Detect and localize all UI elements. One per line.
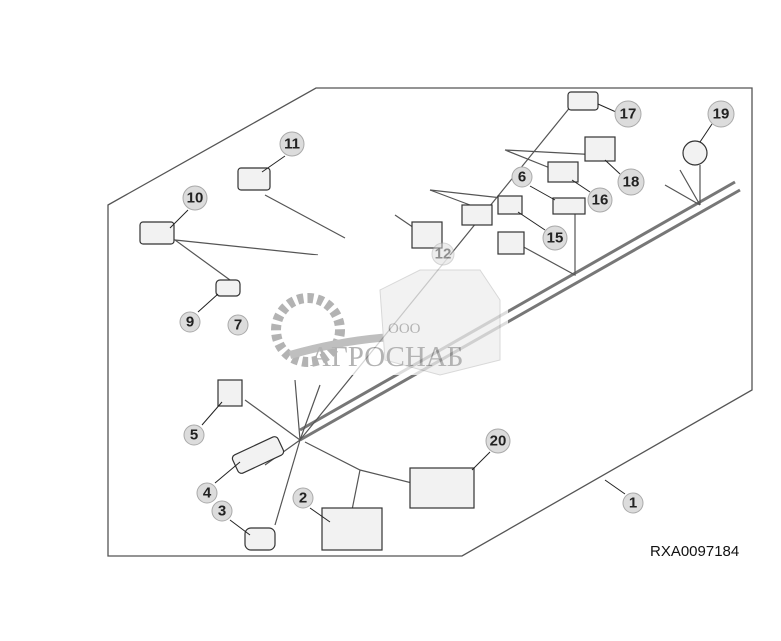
callout-19: 19 [707, 100, 735, 128]
callout-18: 18 [617, 168, 645, 196]
callout-3: 3 [211, 500, 233, 522]
callout-4: 4 [196, 482, 218, 504]
svg-text:11: 11 [284, 136, 300, 153]
watermark-prefix: ООО [388, 321, 421, 337]
svg-text:16: 16 [592, 192, 609, 209]
callout-7: 7 [227, 314, 249, 336]
connector-16 [547, 161, 579, 183]
svg-text:15: 15 [547, 230, 564, 247]
connectors [139, 91, 708, 551]
callout-10: 10 [182, 185, 208, 211]
svg-text:1: 1 [629, 495, 637, 512]
callout-20: 20 [485, 428, 511, 454]
watermark-name: АГРОСНАБ [310, 341, 463, 373]
callout-2: 2 [292, 487, 314, 509]
connector-11 [237, 167, 271, 191]
svg-text:2: 2 [299, 490, 307, 507]
svg-text:18: 18 [623, 174, 640, 191]
svg-text:3: 3 [218, 503, 226, 520]
svg-text:12: 12 [435, 246, 452, 263]
connector-12 [411, 221, 443, 249]
watermark: ООО АГРОСНАБ [268, 255, 508, 376]
callout-6: 6 [511, 166, 533, 188]
svg-text:6: 6 [518, 169, 526, 186]
callout-11: 11 [279, 131, 305, 157]
connector-13 [497, 231, 525, 255]
connector-18 [584, 136, 616, 162]
callout-15: 15 [542, 225, 568, 251]
connector-17 [567, 91, 599, 111]
diagram-frame [107, 87, 753, 557]
svg-text:10: 10 [187, 190, 204, 207]
callout-16: 16 [587, 187, 613, 213]
combine-icon [379, 269, 501, 376]
connector-4 [231, 436, 285, 474]
connector-6 [552, 197, 586, 215]
connector-14 [461, 204, 493, 226]
leader-lines [169, 103, 713, 536]
callout-17: 17 [614, 100, 642, 128]
svg-text:9: 9 [186, 314, 194, 331]
svg-text:20: 20 [490, 433, 507, 450]
gear-icon [271, 293, 345, 367]
connector-5 [217, 379, 243, 407]
callout-12: 12 [431, 242, 455, 266]
svg-text:7: 7 [234, 317, 242, 334]
svg-text:17: 17 [620, 106, 637, 123]
figure-id: RXA0097184 [650, 543, 739, 560]
svg-text:5: 5 [190, 427, 198, 444]
svg-text:4: 4 [203, 485, 212, 502]
connector-3 [244, 527, 276, 551]
connector-19 [682, 140, 708, 166]
connector-15 [497, 195, 523, 215]
connector-10 [139, 221, 175, 245]
connector-9 [215, 279, 241, 297]
connector-2 [321, 507, 383, 551]
callout-5: 5 [183, 424, 205, 446]
callout-9: 9 [179, 311, 201, 333]
connector-20 [409, 467, 475, 509]
callout-1: 1 [622, 492, 644, 514]
svg-text:19: 19 [713, 106, 730, 123]
